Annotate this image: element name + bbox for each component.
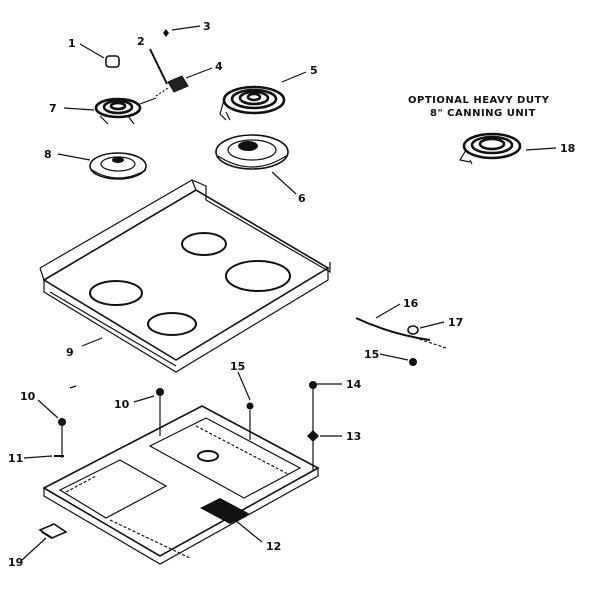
part-16-hinge-rod <box>355 317 447 349</box>
part-3-screw <box>163 29 169 37</box>
part-1-cap <box>105 55 120 68</box>
label-5: 5 <box>310 64 318 77</box>
label-10b: 10 <box>114 398 130 411</box>
label-9: 9 <box>66 346 74 359</box>
part-5-surface-unit-large <box>219 85 286 121</box>
part-12-main-top-frame <box>42 405 320 565</box>
label-6: 6 <box>298 192 306 205</box>
part-8-drip-bowl-small <box>89 152 147 180</box>
label-4: 4 <box>215 60 223 73</box>
label-8: 8 <box>44 148 52 161</box>
part-14-screw <box>309 381 317 389</box>
part-18-canning-unit <box>459 132 522 165</box>
label-16: 16 <box>403 297 419 310</box>
stray-mark <box>69 385 77 389</box>
label-18: 18 <box>560 142 575 155</box>
part-6-drip-bowl-large <box>215 134 289 170</box>
label-15b: 15 <box>364 348 379 361</box>
part-4-terminal-block <box>155 75 189 97</box>
part-15-screw-hinge <box>409 358 417 366</box>
caption-line-1: OPTIONAL HEAVY DUTY <box>408 95 550 106</box>
part-17-clip <box>407 325 419 335</box>
label-15a: 15 <box>230 360 245 373</box>
caption-line-2: 8" CANNING UNIT <box>430 108 536 119</box>
label-10a: 10 <box>20 390 36 403</box>
part-19-bracket <box>38 523 68 539</box>
part-9-cooktop <box>39 179 331 373</box>
label-13: 13 <box>346 430 361 443</box>
label-12: 12 <box>266 540 281 553</box>
label-3: 3 <box>203 20 211 33</box>
part-13-nut <box>307 430 319 470</box>
part-10-screw-left <box>58 418 66 458</box>
label-2: 2 <box>137 35 145 48</box>
label-19: 19 <box>8 556 23 569</box>
label-7: 7 <box>49 102 57 115</box>
label-14: 14 <box>346 378 362 391</box>
part-7-surface-unit-small <box>94 97 157 125</box>
label-11: 11 <box>8 452 23 465</box>
label-17: 17 <box>448 316 463 329</box>
part-10-screw-center <box>156 388 164 436</box>
label-1: 1 <box>68 37 76 50</box>
part-15-screw-frame <box>246 402 254 440</box>
